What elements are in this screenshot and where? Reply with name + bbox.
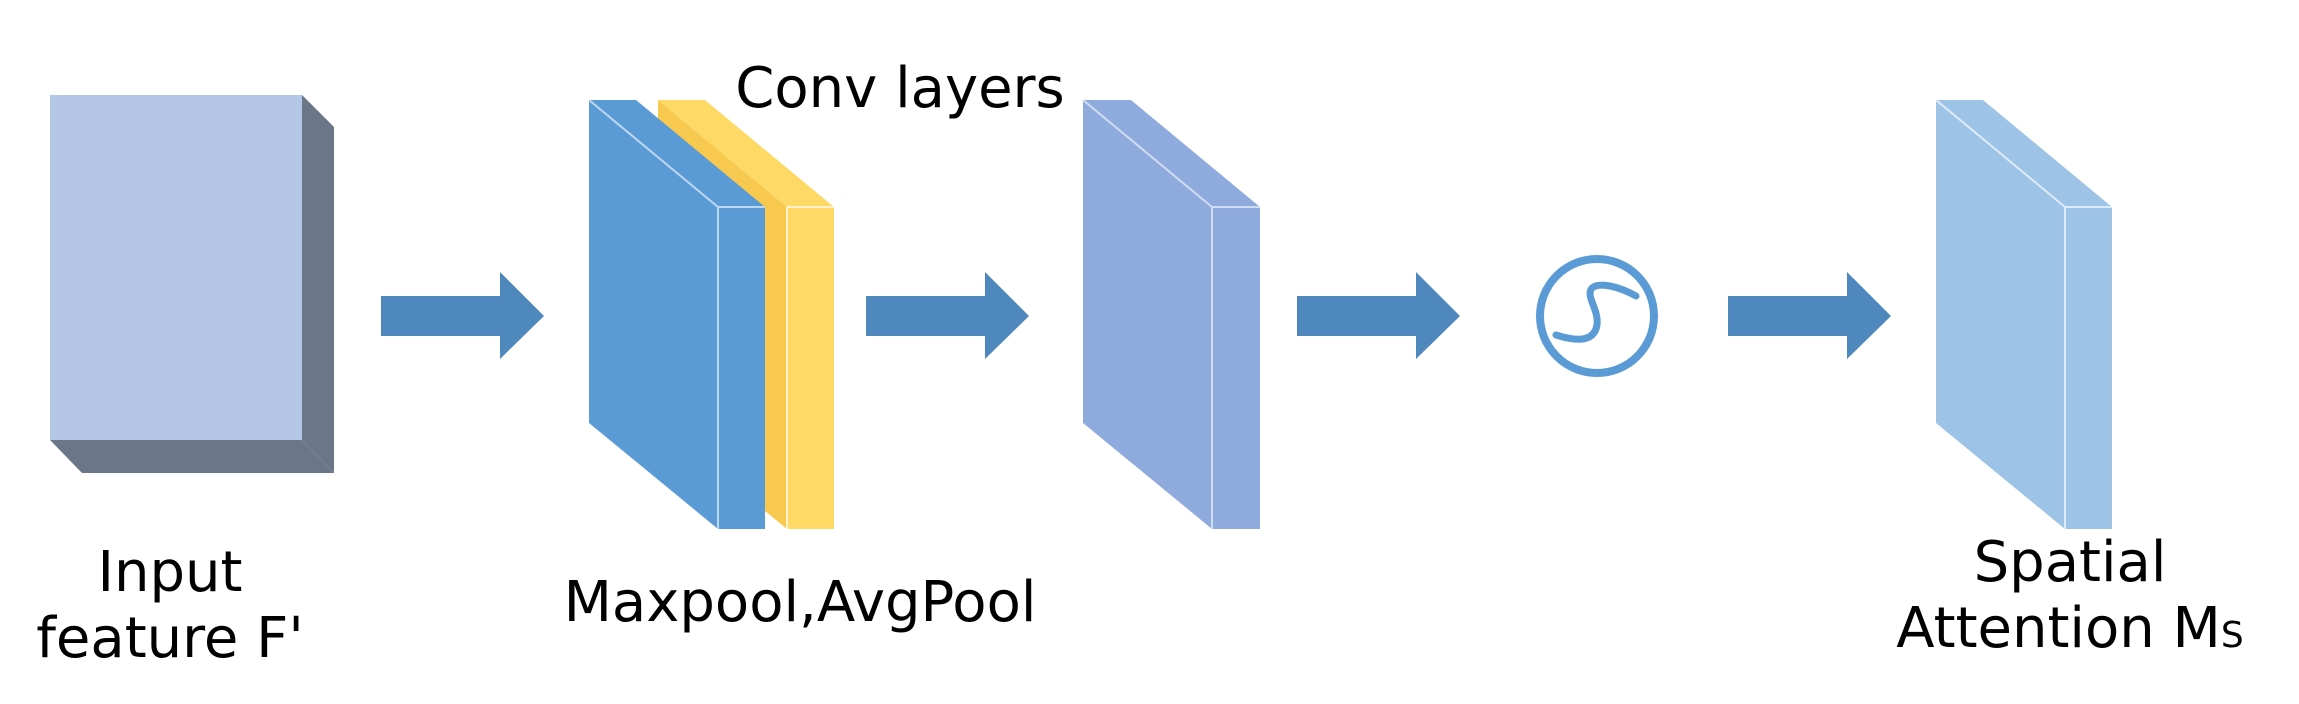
maxpool-side [718, 207, 765, 529]
input-feature-bottom [50, 440, 334, 473]
conv-output-side [1212, 207, 1260, 529]
input-feature-label-line2: feature F' [36, 606, 304, 672]
conv-layers-label: Conv layers [735, 56, 1065, 121]
sigmoid-curve [1552, 281, 1640, 343]
right-arrow-icon [1297, 272, 1460, 359]
spatial-attention-edge [1935, 99, 2066, 208]
conv-output-top [1083, 100, 1260, 207]
maxpool-edge [588, 99, 719, 208]
maxpool-top [589, 100, 765, 207]
avgpool-side [787, 207, 834, 529]
conv-output-slab [1082, 99, 1260, 529]
spatial-attention-front [1936, 100, 2065, 529]
input-feature-label: Input feature F' [20, 540, 320, 672]
spatial-attention-label-main: Attention M [1896, 596, 2221, 662]
maxpool-front [589, 100, 718, 529]
conv-output-front [1083, 100, 1212, 529]
right-arrow-icon [381, 272, 544, 359]
avgpool-top [658, 100, 834, 207]
right-arrow-icon [866, 272, 1029, 359]
pooling-label: Maxpool,AvgPool [563, 570, 1037, 635]
right-arrow-icon [1728, 272, 1891, 359]
spatial-attention-label-subscript: S [2220, 615, 2244, 657]
spatial-attention-side [2065, 207, 2112, 529]
spatial-attention-label: Spatial Attention MS [1880, 530, 2260, 662]
input-feature-side [302, 95, 334, 473]
pooling-layers [588, 99, 834, 529]
conv-output-edge [1082, 99, 1213, 208]
spatial-attention-top [1936, 100, 2112, 207]
maxpool-slab [588, 99, 765, 529]
spatial-attention-label-line1: Spatial [1973, 530, 2167, 595]
input-feature-label-line1: Input [97, 540, 243, 605]
sigmoid-circle [1536, 255, 1658, 377]
spatial-attention-slab [1935, 99, 2112, 529]
input-feature-front [50, 95, 302, 440]
sigmoid-icon [1536, 255, 1658, 377]
spatial-attention-label-line2: Attention MS [1880, 596, 2260, 662]
input-feature-block [50, 95, 334, 473]
